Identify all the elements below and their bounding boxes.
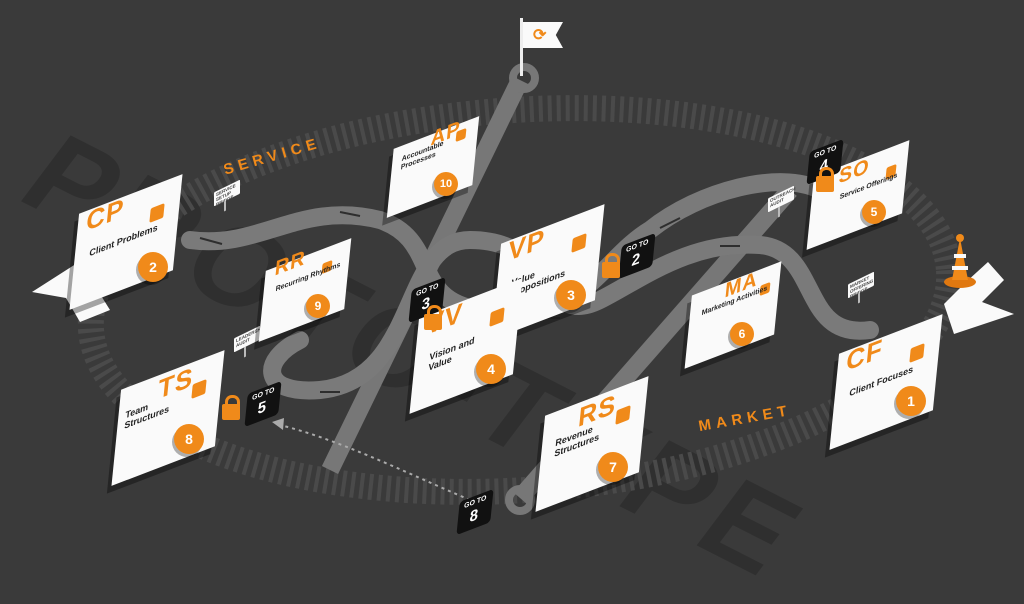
- board-diagram: PROTO-TYPE SERVICE MARKET ⟳: [0, 0, 1024, 576]
- road-south-end: [505, 485, 535, 515]
- card-rr[interactable]: RR Recurring Rhythms: [258, 238, 352, 342]
- road-north-end: [509, 63, 539, 93]
- lock-icon: [222, 395, 240, 420]
- step-number-7: 7: [598, 452, 628, 482]
- dashed-connector-arrowhead: [272, 418, 284, 430]
- goto-target: 2: [630, 249, 641, 271]
- step-number-10: 10: [434, 172, 458, 196]
- finish-flag: ⟳: [516, 18, 566, 78]
- step-number-2: 2: [138, 252, 168, 282]
- step-number-8: 8: [174, 424, 204, 454]
- road-network: [77, 63, 963, 515]
- step-number-5: 5: [862, 200, 886, 224]
- card-ap[interactable]: AP Accountable Processes: [386, 116, 480, 218]
- lane-marks: [199, 211, 740, 393]
- step-number-9: 9: [306, 294, 330, 318]
- dashed-connector: [279, 424, 471, 501]
- cycle-icon: ⟳: [533, 27, 547, 44]
- goto-target: 5: [256, 397, 267, 419]
- flag-pole: [520, 18, 523, 76]
- flag-banner: ⟳: [523, 22, 563, 48]
- cone-icon: [944, 234, 976, 288]
- lock-icon: [816, 167, 834, 192]
- lock-icon: [424, 305, 442, 330]
- card-cf[interactable]: CF Client Focuses: [829, 314, 943, 450]
- step-number-6: 6: [730, 322, 754, 346]
- step-number-4: 4: [476, 354, 506, 384]
- goto-target: 8: [468, 505, 479, 527]
- card-ts[interactable]: TS Team Structures: [111, 350, 225, 486]
- entry-arrow-icon: [944, 262, 1014, 334]
- step-number-3: 3: [556, 280, 586, 310]
- lock-icon: [602, 253, 620, 278]
- step-number-1: 1: [896, 386, 926, 416]
- card-rs[interactable]: RS Revenue Structures: [535, 376, 649, 512]
